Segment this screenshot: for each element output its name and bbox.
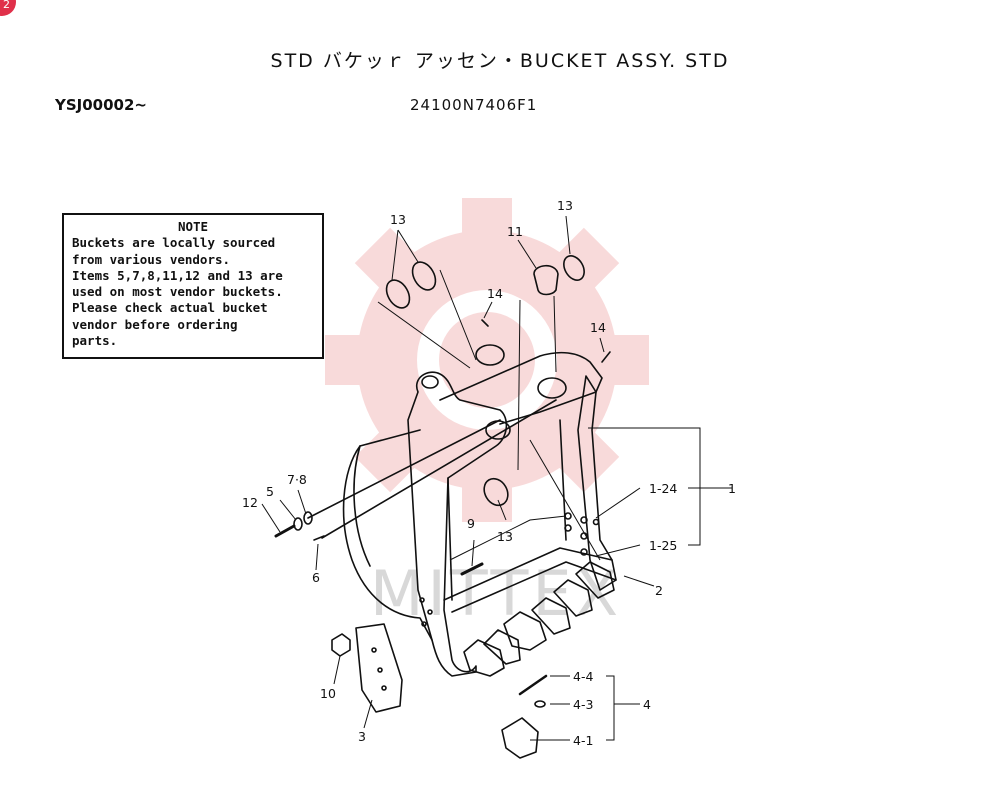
side-cutter-hole xyxy=(421,621,427,627)
pin-6 xyxy=(313,535,325,541)
tooth-point-4-1 xyxy=(501,717,539,759)
bucket-shell xyxy=(342,429,433,641)
callout-13: 13 xyxy=(497,529,513,544)
callout-13: 13 xyxy=(390,212,406,227)
callout-3: 3 xyxy=(358,729,366,744)
bucket-tooth xyxy=(553,579,593,617)
callout-12: 12 xyxy=(242,495,258,510)
bucket-back-line xyxy=(559,419,567,541)
callout-1: 1 xyxy=(728,481,736,496)
side-cutter xyxy=(355,623,403,713)
part-number: 24100N7406F1 xyxy=(410,96,538,114)
callout-2: 2 xyxy=(655,583,663,598)
callout-10: 10 xyxy=(320,686,336,701)
note-line: used on most vendor buckets. xyxy=(72,284,283,300)
o-ring-13 xyxy=(411,261,437,291)
bucket-tooth xyxy=(531,597,571,635)
note-line: Items 5,7,8,11,12 and 13 are xyxy=(72,267,283,283)
bolt-hole xyxy=(580,548,588,556)
note-line: vendor before ordering xyxy=(72,316,238,332)
bucket-top-plate xyxy=(439,351,603,425)
callout-1-24: 1-24 xyxy=(649,481,677,496)
nut-10 xyxy=(331,633,351,657)
note-line: Buckets are locally sourced xyxy=(72,235,276,251)
bucket-pin-lower xyxy=(321,399,557,539)
ear-hole xyxy=(421,375,439,389)
note-heading: NOTE xyxy=(177,219,209,234)
bucket-tooth xyxy=(483,629,521,665)
bucket-left-side-plate xyxy=(407,371,508,677)
bushing-11 xyxy=(533,264,559,296)
callout-14: 14 xyxy=(487,286,503,301)
bucket-right-side-plate xyxy=(577,375,617,591)
side-cutter-hole xyxy=(377,667,383,673)
leader-lines xyxy=(261,215,732,741)
callout-1-25: 1-25 xyxy=(649,538,677,553)
pin-14 xyxy=(601,351,611,363)
pin-4-4 xyxy=(518,674,548,696)
side-cutter-hole xyxy=(419,597,425,603)
side-cutter-hole xyxy=(381,685,387,691)
o-ring-13 xyxy=(385,279,411,309)
serial-range: YSJ00002~ xyxy=(55,96,147,114)
diagram-title: STD バケッｒ アッセン・BUCKET ASSY. STD xyxy=(270,50,730,72)
callout-7-8: 7·8 xyxy=(287,472,307,487)
bolt-12 xyxy=(274,524,296,538)
watermark-gear-logo xyxy=(325,198,649,522)
callout-4-4: 4-4 xyxy=(573,669,593,684)
side-cutter-hole xyxy=(371,647,377,653)
rear-pin-boss xyxy=(537,377,567,399)
front-pin-boss xyxy=(475,344,505,366)
bucket-tooth xyxy=(575,561,615,599)
note-line: Please check actual bucket xyxy=(72,300,268,316)
callout-13: 13 xyxy=(557,198,573,213)
washer-7-8 xyxy=(303,511,313,525)
bolt-9 xyxy=(460,562,484,576)
washer-5 xyxy=(293,517,303,531)
callout-4-3: 4-3 xyxy=(573,697,593,712)
side-cutter-hole xyxy=(427,609,433,615)
bucket-tooth xyxy=(503,611,547,651)
lock-4-3 xyxy=(534,700,546,708)
callout-6: 6 xyxy=(312,570,320,585)
callout-14: 14 xyxy=(590,320,606,335)
o-ring-13 xyxy=(483,477,509,507)
note-box: NOTE Buckets are locally sourced from va… xyxy=(62,213,324,359)
callout-5: 5 xyxy=(266,484,274,499)
callout-4: 4 xyxy=(643,697,651,712)
bolt-hole xyxy=(580,516,588,524)
o-ring-13 xyxy=(563,255,585,281)
bucket-pin-upper xyxy=(307,419,501,519)
bucket-tooth xyxy=(463,639,505,677)
bucket-side-line xyxy=(447,477,453,601)
callout-9: 9 xyxy=(467,516,475,531)
bolt-hole xyxy=(564,524,572,532)
pin-14 xyxy=(481,319,489,327)
note-line: from various vendors. xyxy=(72,251,231,267)
callout-4-1: 4-1 xyxy=(573,733,593,748)
bucket-shell-inner xyxy=(353,445,371,567)
bucket-lip xyxy=(443,547,617,613)
bolt-hole xyxy=(592,518,600,526)
callout-11: 11 xyxy=(507,224,523,239)
note-line: parts. xyxy=(72,333,118,349)
